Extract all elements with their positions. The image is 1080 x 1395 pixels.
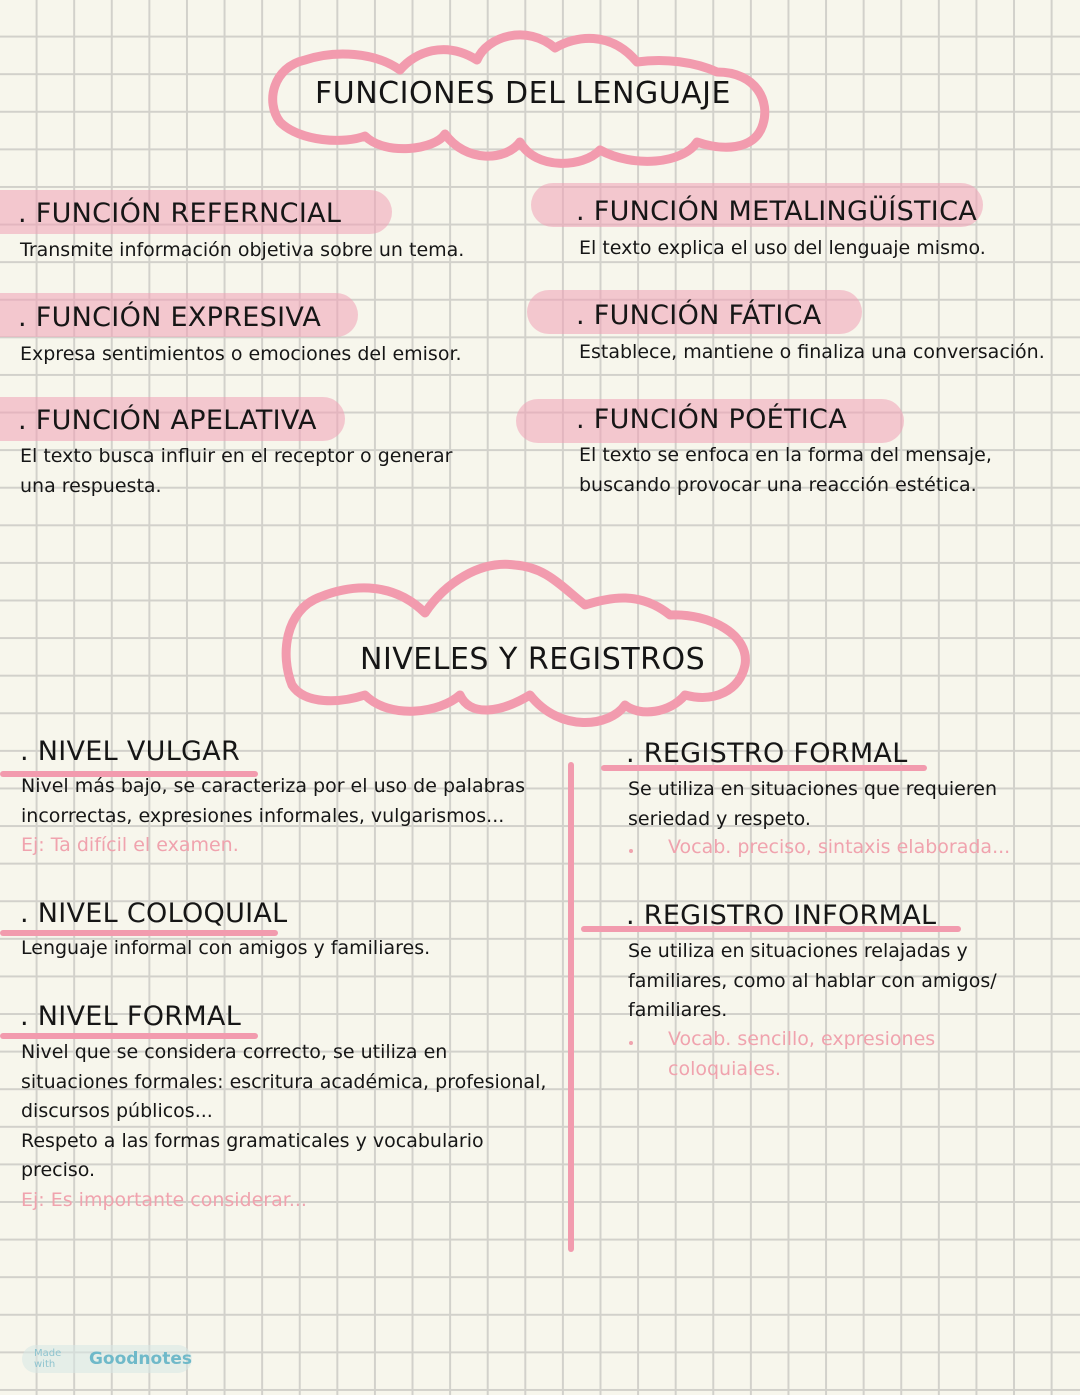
desc-line: incorrectas, expresiones informales, vul…: [21, 804, 505, 827]
column-divider: [568, 762, 574, 1252]
desc-line: Establece, mantiene o finaliza una conve…: [579, 341, 1045, 363]
heading-funcion-metalinguistica: . FUNCIÓN METALINGÜÍSTICA: [576, 196, 977, 227]
cloud-frame-funciones: [268, 30, 770, 168]
desc-registro-formal: Se utiliza en situaciones que requieren …: [628, 775, 997, 834]
heading-registro-informal: . REGISTRO INFORMAL: [626, 900, 937, 931]
desc-funcion-fatica: Establece, mantiene o finaliza una conve…: [579, 338, 1045, 368]
highlight-poetica: [516, 399, 904, 443]
watermark-brand: Goodnotes: [88, 1349, 192, 1369]
desc-funcion-apelativa: El texto busca influir en el receptor o …: [20, 442, 452, 501]
desc-funcion-poetica: El texto se enfoca en la forma del mensa…: [579, 441, 992, 500]
underline-nivel-vulgar: [0, 771, 258, 777]
desc-line: Respeto a las formas gramaticales y voca…: [21, 1129, 484, 1152]
desc-line: Transmite información objetiva sobre un …: [20, 239, 465, 261]
example-text: Ej: Ta difícil el examen.: [21, 834, 239, 856]
desc-line: seriedad y respeto.: [628, 807, 811, 830]
section-title-niveles: NIVELES Y REGISTROS: [360, 642, 706, 677]
bullet-dot: [629, 1041, 633, 1045]
section-title-funciones: FUNCIONES DEL LENGUAJE: [315, 76, 731, 111]
heading-funcion-expresiva: . FUNCIÓN EXPRESIVA: [18, 302, 322, 333]
cloud-frame-niveles: [281, 559, 750, 727]
highlight-expresiva: [0, 293, 358, 337]
desc-line: El texto se enfoca en la forma del mensa…: [579, 444, 992, 466]
goodnotes-watermark: Made with Goodnotes: [22, 1345, 192, 1373]
desc-line: familiares.: [628, 999, 728, 1021]
desc-line: El texto busca influir en el receptor o …: [20, 445, 453, 467]
bullet-line: Vocab. preciso, sintaxis elaborada...: [668, 836, 1011, 858]
desc-line: una respuesta.: [20, 474, 162, 497]
underline-nivel-coloquial: [0, 930, 278, 936]
bullet-registro-informal: Vocab. sencillo, expresiones coloquiales…: [668, 1025, 935, 1084]
highlight-fatica: [527, 290, 862, 334]
heading-funcion-referencial: . FUNCIÓN REFERNCIAL: [18, 198, 342, 229]
desc-nivel-coloquial: Lenguaje informal con amigos y familiare…: [21, 934, 430, 964]
bullet-line: coloquiales.: [668, 1057, 781, 1080]
desc-funcion-metalinguistica: El texto explica el uso del lenguaje mis…: [579, 234, 986, 264]
desc-line: preciso.: [21, 1159, 96, 1181]
desc-line: Expresa sentimientos o emociones del emi…: [20, 343, 462, 365]
desc-line: discursos públicos...: [21, 1100, 213, 1122]
heading-nivel-formal: . NIVEL FORMAL: [20, 1001, 242, 1032]
desc-line: Se utiliza en situaciones que requieren: [628, 778, 997, 800]
bullet-dot: [629, 849, 633, 853]
desc-nivel-formal: Nivel que se considera correcto, se util…: [21, 1038, 546, 1215]
bullet-registro-formal: Vocab. preciso, sintaxis elaborada...: [668, 833, 1010, 863]
heading-funcion-apelativa: . FUNCIÓN APELATIVA: [18, 405, 317, 436]
desc-line: Nivel más bajo, se caracteriza por el us…: [21, 775, 526, 797]
desc-registro-informal: Se utiliza en situaciones relajadas y fa…: [628, 937, 997, 1026]
underline-nivel-formal: [0, 1033, 258, 1039]
bullet-line: Vocab. sencillo, expresiones: [668, 1028, 936, 1050]
desc-line: El texto explica el uso del lenguaje mis…: [579, 237, 986, 259]
example-text: Ej: Es importante considerar...: [21, 1188, 307, 1211]
desc-nivel-vulgar: Nivel más bajo, se caracteriza por el us…: [21, 772, 525, 861]
heading-funcion-poetica: . FUNCIÓN POÉTICA: [576, 404, 847, 435]
heading-nivel-vulgar: . NIVEL VULGAR: [20, 736, 241, 767]
highlight-apelativa: [0, 397, 345, 441]
desc-line: situaciones formales: escritura académic…: [21, 1070, 547, 1093]
highlight-metalinguistica: [531, 183, 983, 227]
watermark-prefix: Made with: [34, 1348, 62, 1370]
desc-line: Se utiliza en situaciones relajadas y: [628, 940, 968, 962]
heading-registro-formal: . REGISTRO FORMAL: [626, 738, 908, 769]
desc-funcion-expresiva: Expresa sentimientos o emociones del emi…: [20, 340, 462, 370]
desc-line: Lenguaje informal con amigos y familiare…: [21, 937, 431, 959]
underline-registro-formal: [601, 765, 927, 771]
heading-nivel-coloquial: . NIVEL COLOQUIAL: [20, 898, 288, 929]
desc-funcion-referencial: Transmite información objetiva sobre un …: [20, 236, 464, 266]
desc-line: Nivel que se considera correcto, se util…: [21, 1041, 448, 1063]
desc-line: familiares, como al hablar con amigos/: [628, 969, 997, 992]
underline-registro-informal: [581, 926, 961, 932]
highlight-referencial: [0, 190, 392, 234]
heading-funcion-fatica: . FUNCIÓN FÁTICA: [576, 300, 822, 331]
desc-line: buscando provocar una reacción estética.: [579, 473, 977, 496]
